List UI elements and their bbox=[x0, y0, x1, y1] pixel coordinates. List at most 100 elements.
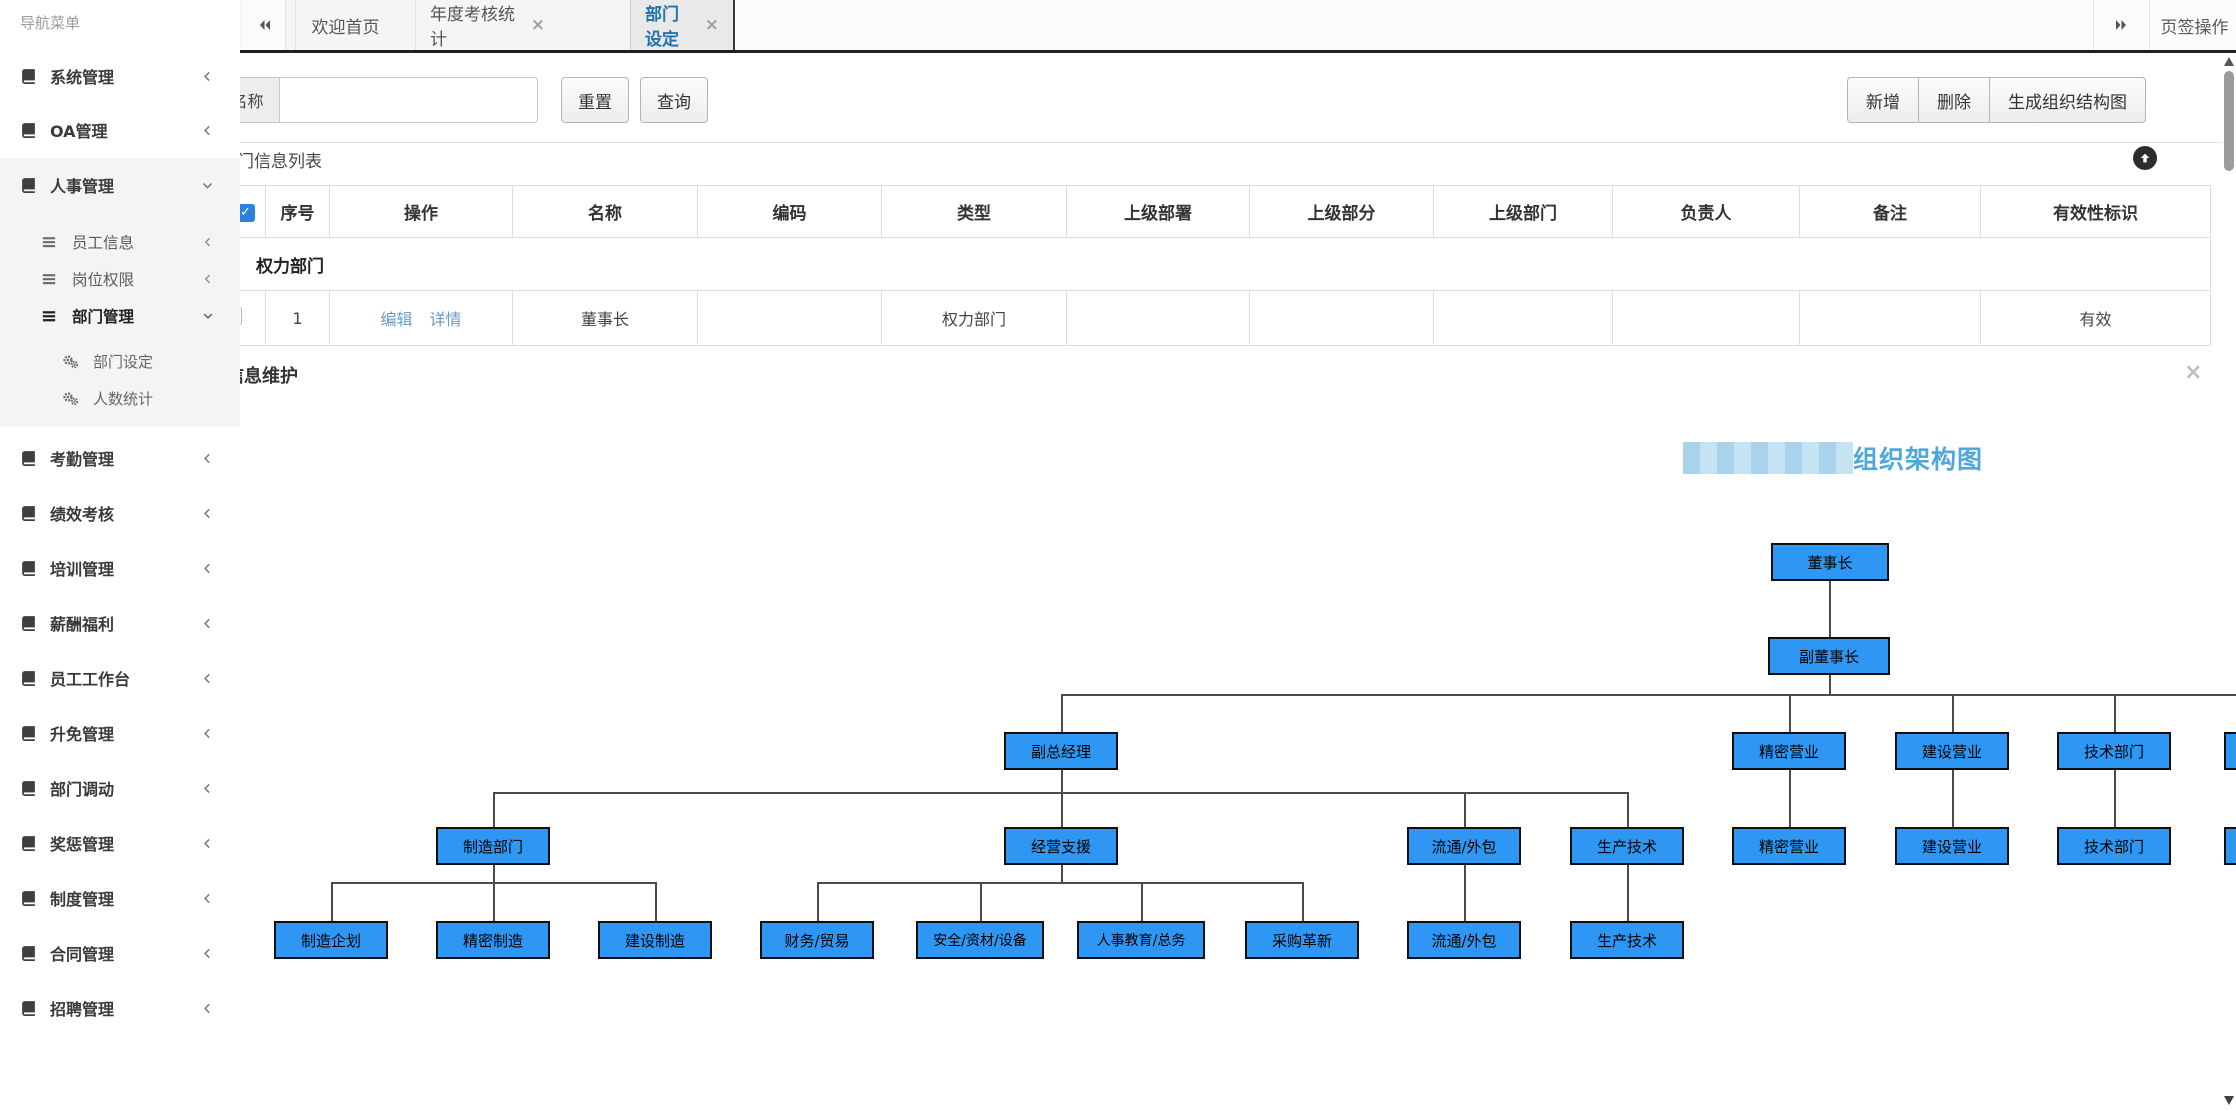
add-button[interactable]: 新增 bbox=[1847, 77, 1919, 123]
book-icon bbox=[20, 560, 38, 577]
org-node[interactable]: 董事长 bbox=[1771, 543, 1889, 581]
query-button[interactable]: 查询 bbox=[640, 77, 708, 123]
chevron-left-icon bbox=[201, 70, 214, 83]
table-row: 1 编辑 详情 董事长 权力部门 有效 bbox=[224, 290, 2211, 346]
close-panel-icon[interactable]: × bbox=[2184, 360, 2203, 385]
sidebar-item-dept-mgmt[interactable]: 部门管理 bbox=[0, 297, 240, 334]
org-node[interactable]: 财务/贸易 bbox=[760, 921, 874, 959]
org-node[interactable]: 精密营业 bbox=[1732, 732, 1846, 770]
sidebar-item-policy-mgmt[interactable]: 制度管理 bbox=[0, 873, 240, 923]
org-node[interactable]: 精密制造 bbox=[436, 921, 550, 959]
chevron-left-icon bbox=[201, 837, 214, 850]
sidebar-item-reward-punishment[interactable]: 奖惩管理 bbox=[0, 818, 240, 868]
sidebar-item-attendance-mgmt[interactable]: 考勤管理 bbox=[0, 433, 240, 483]
sidebar-item-training-mgmt[interactable]: 培训管理 bbox=[0, 543, 240, 593]
book-icon bbox=[20, 122, 38, 139]
delete-button[interactable]: 删除 bbox=[1918, 77, 1990, 123]
sidebar-item-hr-mgmt[interactable]: 人事管理 bbox=[0, 160, 240, 210]
sidebar-item-performance-review[interactable]: 绩效考核 bbox=[0, 488, 240, 538]
tab-strip-empty-area bbox=[735, 0, 2093, 50]
tab-department-setup[interactable]: 部门设定 × bbox=[630, 0, 733, 50]
chevron-left-icon bbox=[202, 273, 214, 285]
sidebar-item-employee-info[interactable]: 员工信息 bbox=[0, 223, 240, 260]
col-name: 名称 bbox=[512, 185, 698, 238]
tab-annual-review-stats[interactable]: 年度考核统计 × bbox=[415, 0, 559, 50]
org-node-clipped[interactable] bbox=[2224, 732, 2236, 770]
scroll-tabs-left-button[interactable] bbox=[242, 0, 286, 50]
book-icon bbox=[20, 725, 38, 742]
select-all-checkbox[interactable]: ✓ bbox=[236, 203, 255, 222]
sidebar-item-promotion-mgmt[interactable]: 升免管理 bbox=[0, 708, 240, 758]
sidebar-item-system-mgmt[interactable]: 系统管理 bbox=[0, 51, 240, 101]
scrollbar-thumb[interactable] bbox=[2224, 71, 2234, 171]
org-node[interactable]: 流通/外包 bbox=[1407, 921, 1521, 959]
double-chevron-left-icon bbox=[259, 20, 270, 30]
cell-parent-deploy bbox=[1066, 290, 1250, 346]
col-remark: 备注 bbox=[1799, 185, 1981, 238]
sidebar-item-employee-workbench[interactable]: 员工工作台 bbox=[0, 653, 240, 703]
detail-link[interactable]: 详情 bbox=[429, 310, 462, 329]
tab-welcome-home[interactable]: 欢迎首页 bbox=[295, 0, 395, 50]
collapse-panel-button[interactable] bbox=[2133, 146, 2157, 170]
org-node[interactable]: 安全/资材/设备 bbox=[916, 921, 1044, 959]
chevron-left-icon bbox=[201, 947, 214, 960]
cell-owner bbox=[1612, 290, 1800, 346]
bars-icon bbox=[42, 309, 56, 323]
reset-button[interactable]: 重置 bbox=[561, 77, 629, 123]
col-parent-dept: 上级部门 bbox=[1433, 185, 1613, 238]
cell-parent-part bbox=[1249, 290, 1434, 346]
org-node[interactable]: 技术部门 bbox=[2057, 827, 2171, 865]
dept-list-panel-title: 部门信息列表 bbox=[220, 152, 322, 172]
sidebar-item-headcount-stats[interactable]: 人数统计 bbox=[0, 380, 240, 417]
tab-label: 年度考核统计 bbox=[430, 5, 515, 50]
tab-operations-dropdown[interactable]: 页签操作 bbox=[2150, 0, 2236, 50]
cell-code bbox=[697, 290, 882, 346]
org-node[interactable]: 制造企划 bbox=[274, 921, 388, 959]
main-content: 欢迎首页 年度考核统计 × 部门设定 × 页签操作 bbox=[168, 0, 2236, 1111]
cell-parent-dept bbox=[1433, 290, 1613, 346]
org-node[interactable]: 技术部门 bbox=[2057, 732, 2171, 770]
book-icon bbox=[20, 177, 38, 194]
sidebar-item-post-permission[interactable]: 岗位权限 bbox=[0, 260, 240, 297]
col-owner: 负责人 bbox=[1612, 185, 1800, 238]
chevron-down-icon bbox=[201, 179, 214, 192]
scroll-up-arrow-icon[interactable] bbox=[2224, 57, 2234, 66]
divider bbox=[168, 142, 2222, 143]
table-header-row: ✓ 序号 操作 名称 编码 类型 上级部署 上级部分 上级部门 负责人 备注 有… bbox=[225, 185, 2211, 238]
book-icon bbox=[20, 450, 38, 467]
scroll-down-arrow-icon[interactable] bbox=[2224, 1096, 2234, 1105]
edit-link[interactable]: 编辑 bbox=[380, 310, 413, 329]
arrow-up-icon bbox=[2140, 153, 2150, 163]
sidebar-item-oa-mgmt[interactable]: OA管理 bbox=[0, 105, 240, 155]
vertical-scrollbar[interactable] bbox=[2222, 53, 2236, 1111]
chevron-left-icon bbox=[201, 892, 214, 905]
org-node[interactable]: 生产技术 bbox=[1570, 921, 1684, 959]
org-node[interactable]: 制造部门 bbox=[436, 827, 550, 865]
cell-valid: 有效 bbox=[1980, 290, 2211, 346]
org-node[interactable]: 建设营业 bbox=[1895, 827, 2009, 865]
book-icon bbox=[20, 835, 38, 852]
org-node[interactable]: 副总经理 bbox=[1004, 732, 1118, 770]
sidebar-item-recruitment-mgmt[interactable]: 招聘管理 bbox=[0, 983, 240, 1033]
tab-close-icon[interactable]: × bbox=[530, 14, 545, 35]
org-node[interactable]: 生产技术 bbox=[1570, 827, 1684, 865]
sidebar-item-salary-benefits[interactable]: 薪酬福利 bbox=[0, 598, 240, 648]
org-node-clipped[interactable] bbox=[2224, 827, 2236, 865]
org-node[interactable]: 精密营业 bbox=[1732, 827, 1846, 865]
generate-org-chart-button[interactable]: 生成组织结构图 bbox=[1989, 77, 2146, 123]
scroll-tabs-right-button[interactable] bbox=[2094, 0, 2149, 50]
tab-close-icon[interactable]: × bbox=[704, 14, 719, 35]
org-node[interactable]: 建设营业 bbox=[1895, 732, 2009, 770]
org-node[interactable]: 副董事长 bbox=[1768, 637, 1890, 675]
search-name-input[interactable] bbox=[279, 77, 538, 123]
org-node[interactable]: 建设制造 bbox=[598, 921, 712, 959]
org-node[interactable]: 经营支援 bbox=[1004, 827, 1118, 865]
chevron-left-icon bbox=[201, 782, 214, 795]
sidebar-item-contract-mgmt[interactable]: 合同管理 bbox=[0, 928, 240, 978]
org-node[interactable]: 采购革新 bbox=[1245, 921, 1359, 959]
org-node[interactable]: 流通/外包 bbox=[1407, 827, 1521, 865]
sidebar-item-dept-transfer[interactable]: 部门调动 bbox=[0, 763, 240, 813]
sidebar: 导航菜单 系统管理 OA管理 人事管理 员工信息 岗位权限 部门管理 部门设定 … bbox=[0, 0, 240, 1111]
org-node[interactable]: 人事教育/总务 bbox=[1077, 921, 1205, 959]
sidebar-item-dept-setup[interactable]: 部门设定 bbox=[0, 343, 240, 380]
